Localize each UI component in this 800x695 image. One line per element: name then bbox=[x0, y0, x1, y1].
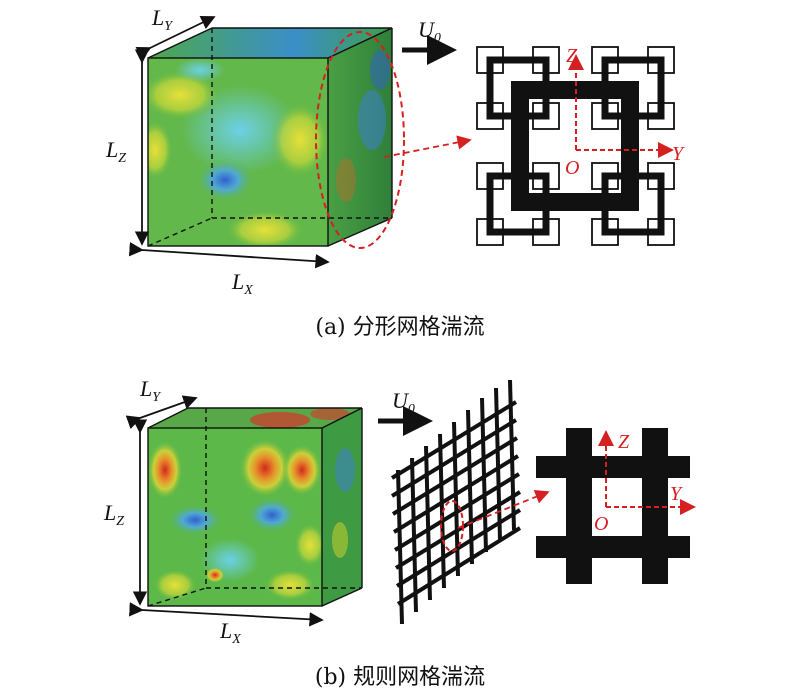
grid-horizontal-bars bbox=[390, 400, 522, 606]
panel-a-u0-label: U0 bbox=[418, 17, 441, 46]
panel-b-u0-label: U0 bbox=[392, 388, 415, 417]
panel-a-caption: (a) 分形网格湍流 bbox=[315, 315, 484, 340]
panel-b-axes bbox=[598, 430, 696, 515]
panel-a-turbulence-cube bbox=[147, 27, 393, 247]
panel-b-dimension-arrows bbox=[125, 395, 324, 627]
panel-a: LY LZ LX U0 bbox=[105, 5, 685, 340]
panel-b-caption: (b) 规则网格湍流 bbox=[315, 665, 485, 690]
panel-b: LY LZ LX U0 bbox=[103, 376, 696, 690]
fractal-grid-third-level bbox=[476, 46, 675, 246]
panel-b-turbulence-cube bbox=[147, 407, 363, 607]
panel-b-zoom-arrow bbox=[457, 489, 550, 529]
panel-b-ly-label: LY bbox=[139, 376, 162, 405]
panel-a-zoom-arrow bbox=[383, 135, 472, 158]
fractal-grid-second-level bbox=[486, 56, 665, 236]
panel-a-lx-label: LX bbox=[231, 269, 253, 298]
panel-a-origin-label: O bbox=[565, 157, 579, 179]
panel-a-dimension-arrows bbox=[128, 16, 330, 269]
panel-b-origin-label: O bbox=[594, 513, 608, 535]
panel-a-ly-label: LY bbox=[151, 5, 174, 34]
panel-b-lz-label: LZ bbox=[103, 500, 124, 529]
panel-a-highlight-ellipse bbox=[315, 31, 405, 249]
panel-b-axis-y-label: Y bbox=[670, 483, 683, 505]
cube-side-face bbox=[322, 408, 362, 606]
panel-a-lz-label: LZ bbox=[105, 137, 126, 166]
panel-a-axis-z-label: Z bbox=[566, 45, 578, 67]
panel-b-axis-z-label: Z bbox=[618, 431, 630, 453]
panel-b-lx-label: LX bbox=[219, 618, 241, 647]
panel-a-axes bbox=[568, 54, 674, 158]
regular-grid-perspective bbox=[390, 379, 522, 625]
panel-a-axis-y-label: Y bbox=[672, 143, 685, 165]
